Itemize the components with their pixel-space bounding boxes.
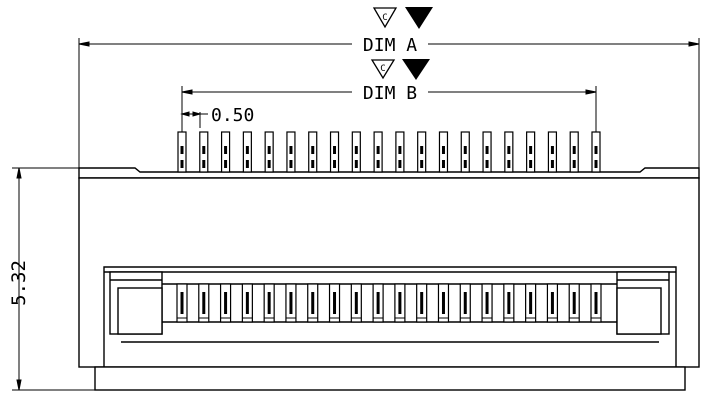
pin-tail [591,131,601,173]
contact-row [176,283,602,323]
pitch-dimension [180,111,208,128]
dim-a-marker: C [372,7,433,29]
contact [328,283,341,323]
height-label: 5.32 [8,260,30,306]
pin-tail [242,131,252,173]
pitch-label: 0.50 [211,105,254,126]
dim-b-label: DIM B [363,83,417,104]
pin-tail [438,131,449,173]
pin-tail [526,131,536,173]
pin-tail [177,131,187,173]
contact [263,283,275,323]
pin-tail [329,131,340,173]
height-dimension [12,167,95,391]
pin-tail [569,131,579,173]
pin-tail [417,131,427,173]
contact [437,283,450,323]
pin-tail [286,131,296,173]
contact [481,283,493,323]
dim-a-filled-triangle [405,7,433,29]
pin-tail [460,131,470,173]
pin-tail [199,131,209,173]
contact [416,283,428,323]
pin-tail [373,131,383,173]
pin-tail [482,131,492,173]
contact [459,283,471,323]
contact [372,283,384,323]
pin-tail [351,131,361,173]
dim-b-marker: C [370,59,430,80]
dim-a-marker-label: C [382,13,387,23]
pin-tail [264,131,274,173]
pin-tail [220,131,231,173]
dim-a-label: DIM A [363,35,417,56]
dim-a-line [78,38,700,168]
pin-tail [547,131,558,173]
contact [176,283,188,323]
pin-tail [504,131,514,173]
contact [568,283,580,323]
contact [307,283,319,323]
pin-tail [308,131,318,173]
contact [525,283,537,323]
dim-b-filled-triangle [402,59,430,80]
contact [590,283,602,323]
contact [198,283,210,323]
contact [285,283,297,323]
contact [546,283,559,323]
contact [241,283,253,323]
contact [394,283,406,323]
top-pin-row [177,131,601,173]
contact [503,283,515,323]
contact [350,283,362,323]
contact [219,283,232,323]
connector-body [78,167,700,391]
dim-b-marker-label: C [380,64,385,74]
pin-tail [395,131,405,173]
